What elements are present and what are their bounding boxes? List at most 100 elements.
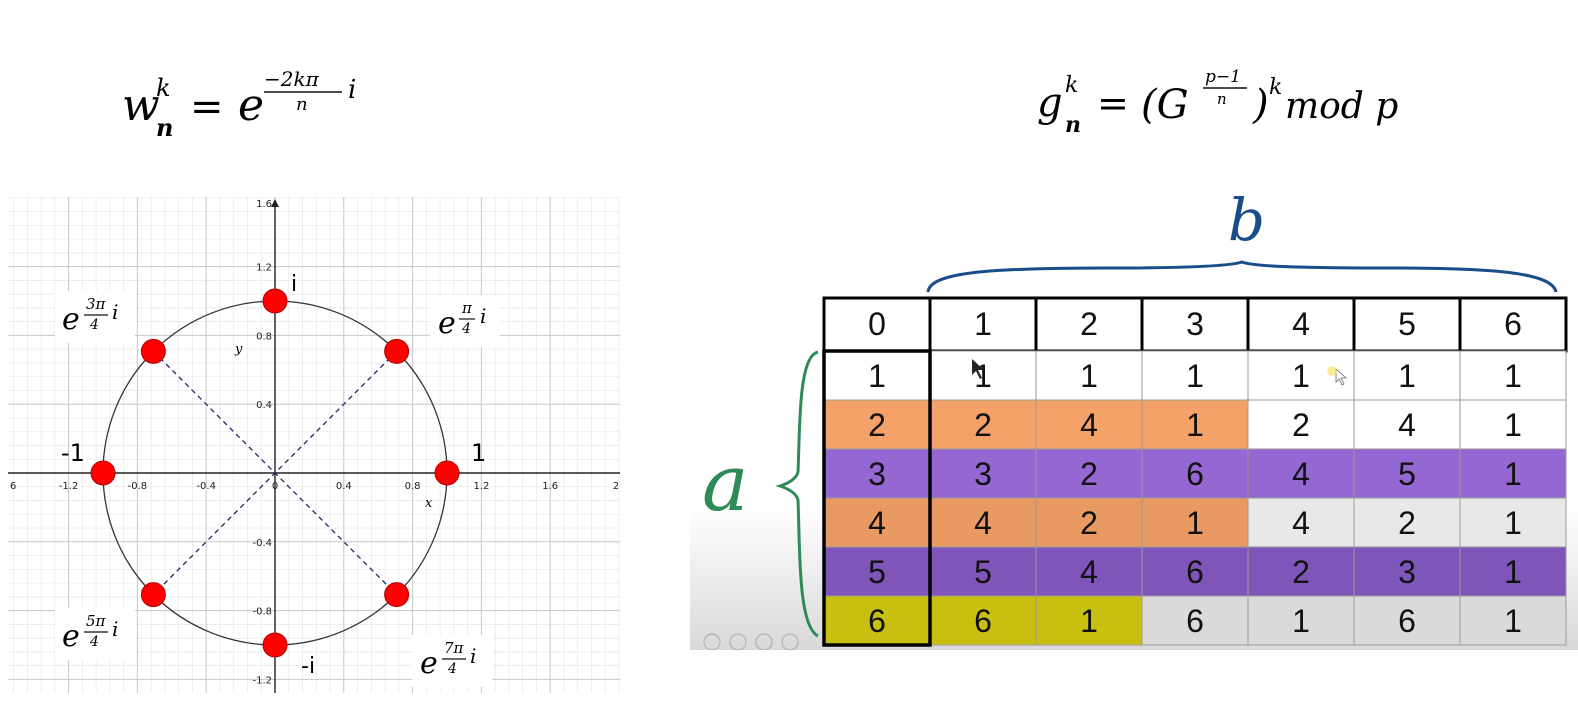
- table-cell-text: 5: [974, 554, 992, 590]
- brace-top: [926, 260, 1558, 293]
- table-cell: [929, 595, 1037, 646]
- header-cell-text: 0: [868, 306, 886, 342]
- table-cell-text: 2: [1080, 456, 1098, 492]
- table-cell-text: 4: [1292, 505, 1310, 541]
- root-label-5pi-over-4: e 5π 4 i: [62, 612, 118, 654]
- table-cell-text: 2: [974, 407, 992, 443]
- table-cell: [1459, 546, 1567, 597]
- root-point: [140, 338, 166, 364]
- header-cell: [822, 296, 932, 353]
- root-label-suffix: i: [470, 644, 476, 668]
- table-cell-text: 6: [1186, 456, 1204, 492]
- root-point: [90, 460, 116, 486]
- y-axis-label: y: [234, 342, 243, 357]
- mouse-cursor-icon: [972, 359, 984, 379]
- table-cell-text: 1: [1504, 456, 1522, 492]
- table-cell-text: 5: [868, 554, 886, 590]
- table-cell: [1035, 546, 1143, 597]
- root-point: [262, 288, 288, 314]
- header-cell-text: 3: [1186, 306, 1204, 342]
- table-cell: [823, 546, 931, 597]
- table-cell-text: 3: [868, 456, 886, 492]
- table-cell: [1247, 399, 1355, 450]
- table-cell: [1353, 546, 1461, 597]
- table-cell-text: 6: [974, 603, 992, 639]
- table-cell: [1459, 399, 1567, 450]
- root-label-base: e: [438, 306, 456, 341]
- x-axis-label: x: [425, 496, 433, 511]
- formula-g-eq: =: [1097, 81, 1129, 125]
- table-cell: [1353, 448, 1461, 499]
- table-cell-text: 1: [1504, 358, 1522, 394]
- formula-w-base: w: [122, 80, 160, 131]
- root-label-num: π: [461, 299, 473, 317]
- root-point: [434, 460, 460, 486]
- root-point: [384, 582, 410, 608]
- table-cell-text: 4: [1398, 407, 1416, 443]
- table-cell-text: 1: [1398, 358, 1416, 394]
- ntt-root-formula: g k n = (G p−1 n ) k mod p: [1037, 67, 1398, 138]
- table-cell: [929, 497, 1037, 548]
- pen-icon[interactable]: [729, 633, 747, 650]
- root-label-suffix: i: [112, 300, 118, 324]
- point-label-1: 1: [471, 439, 486, 467]
- x-tick-label: 0.4: [336, 481, 352, 492]
- x-tick-label: 2: [613, 481, 619, 492]
- slides-icon[interactable]: [755, 633, 773, 650]
- table-cell-text: 6: [1186, 603, 1204, 639]
- table-cell-text: 1: [1292, 603, 1310, 639]
- table-cell: [823, 350, 931, 401]
- table-cell: [1353, 350, 1461, 401]
- y-tick-label: -0.4: [252, 538, 272, 549]
- label-background: [430, 295, 500, 347]
- x-tick-label: 6: [10, 481, 16, 492]
- table-cell: [1035, 497, 1143, 548]
- x-tick-label: 1.2: [473, 481, 489, 492]
- table-cell: [1459, 595, 1567, 646]
- table-cell-text: 1: [1292, 358, 1310, 394]
- formula-g-power: k: [1269, 75, 1282, 100]
- y-tick-label: 0.8: [256, 331, 272, 342]
- formula-w-sub: n: [156, 113, 173, 142]
- table-cell: [1141, 448, 1249, 499]
- table-cell-text: 1: [1504, 505, 1522, 541]
- table-cell-text: 1: [1504, 407, 1522, 443]
- table-cell-text: 4: [1080, 407, 1098, 443]
- zoom-icon[interactable]: [781, 633, 799, 650]
- table-cell: [1459, 350, 1567, 401]
- table-cell-text: 4: [974, 505, 992, 541]
- handwritten-a: a: [702, 439, 749, 529]
- table-cell: [1247, 595, 1355, 646]
- formula-g-sup: k: [1065, 73, 1078, 98]
- root-label-base: e: [62, 302, 80, 337]
- formula-g-open: (G: [1141, 82, 1189, 128]
- formula-w-sup: k: [156, 74, 171, 102]
- table-cell: [1247, 546, 1355, 597]
- table-cell-text: 5: [1398, 456, 1416, 492]
- formula-g-base: g: [1037, 80, 1063, 126]
- y-tick-label: 1.6: [256, 199, 272, 210]
- table-cell: [1035, 350, 1143, 401]
- root-label-pi-over-4: e π 4 i: [438, 299, 486, 341]
- formula-w-exp-base: e: [238, 80, 264, 131]
- table-cell-text: 1: [1504, 554, 1522, 590]
- point-label-i: i: [291, 272, 297, 297]
- play-icon[interactable]: [703, 633, 721, 650]
- header-cell-text: 4: [1292, 306, 1310, 342]
- root-label-num: 7π: [444, 639, 465, 657]
- y-axis-arrow: [271, 199, 279, 207]
- table-cell: [823, 448, 931, 499]
- root-label-num: 3π: [86, 295, 107, 313]
- x-tick-label: -0.8: [128, 481, 148, 492]
- point-label-minus-1: -1: [61, 439, 85, 467]
- table-cell: [1353, 399, 1461, 450]
- formula-w-exp-num: −2kπ: [264, 67, 320, 91]
- root-label-suffix: i: [480, 304, 486, 328]
- formula-g-exp-den: n: [1217, 90, 1227, 108]
- pointer-cursor-icon: [1335, 368, 1348, 386]
- table-cell-text: 2: [1080, 505, 1098, 541]
- root-label-base: e: [420, 646, 438, 681]
